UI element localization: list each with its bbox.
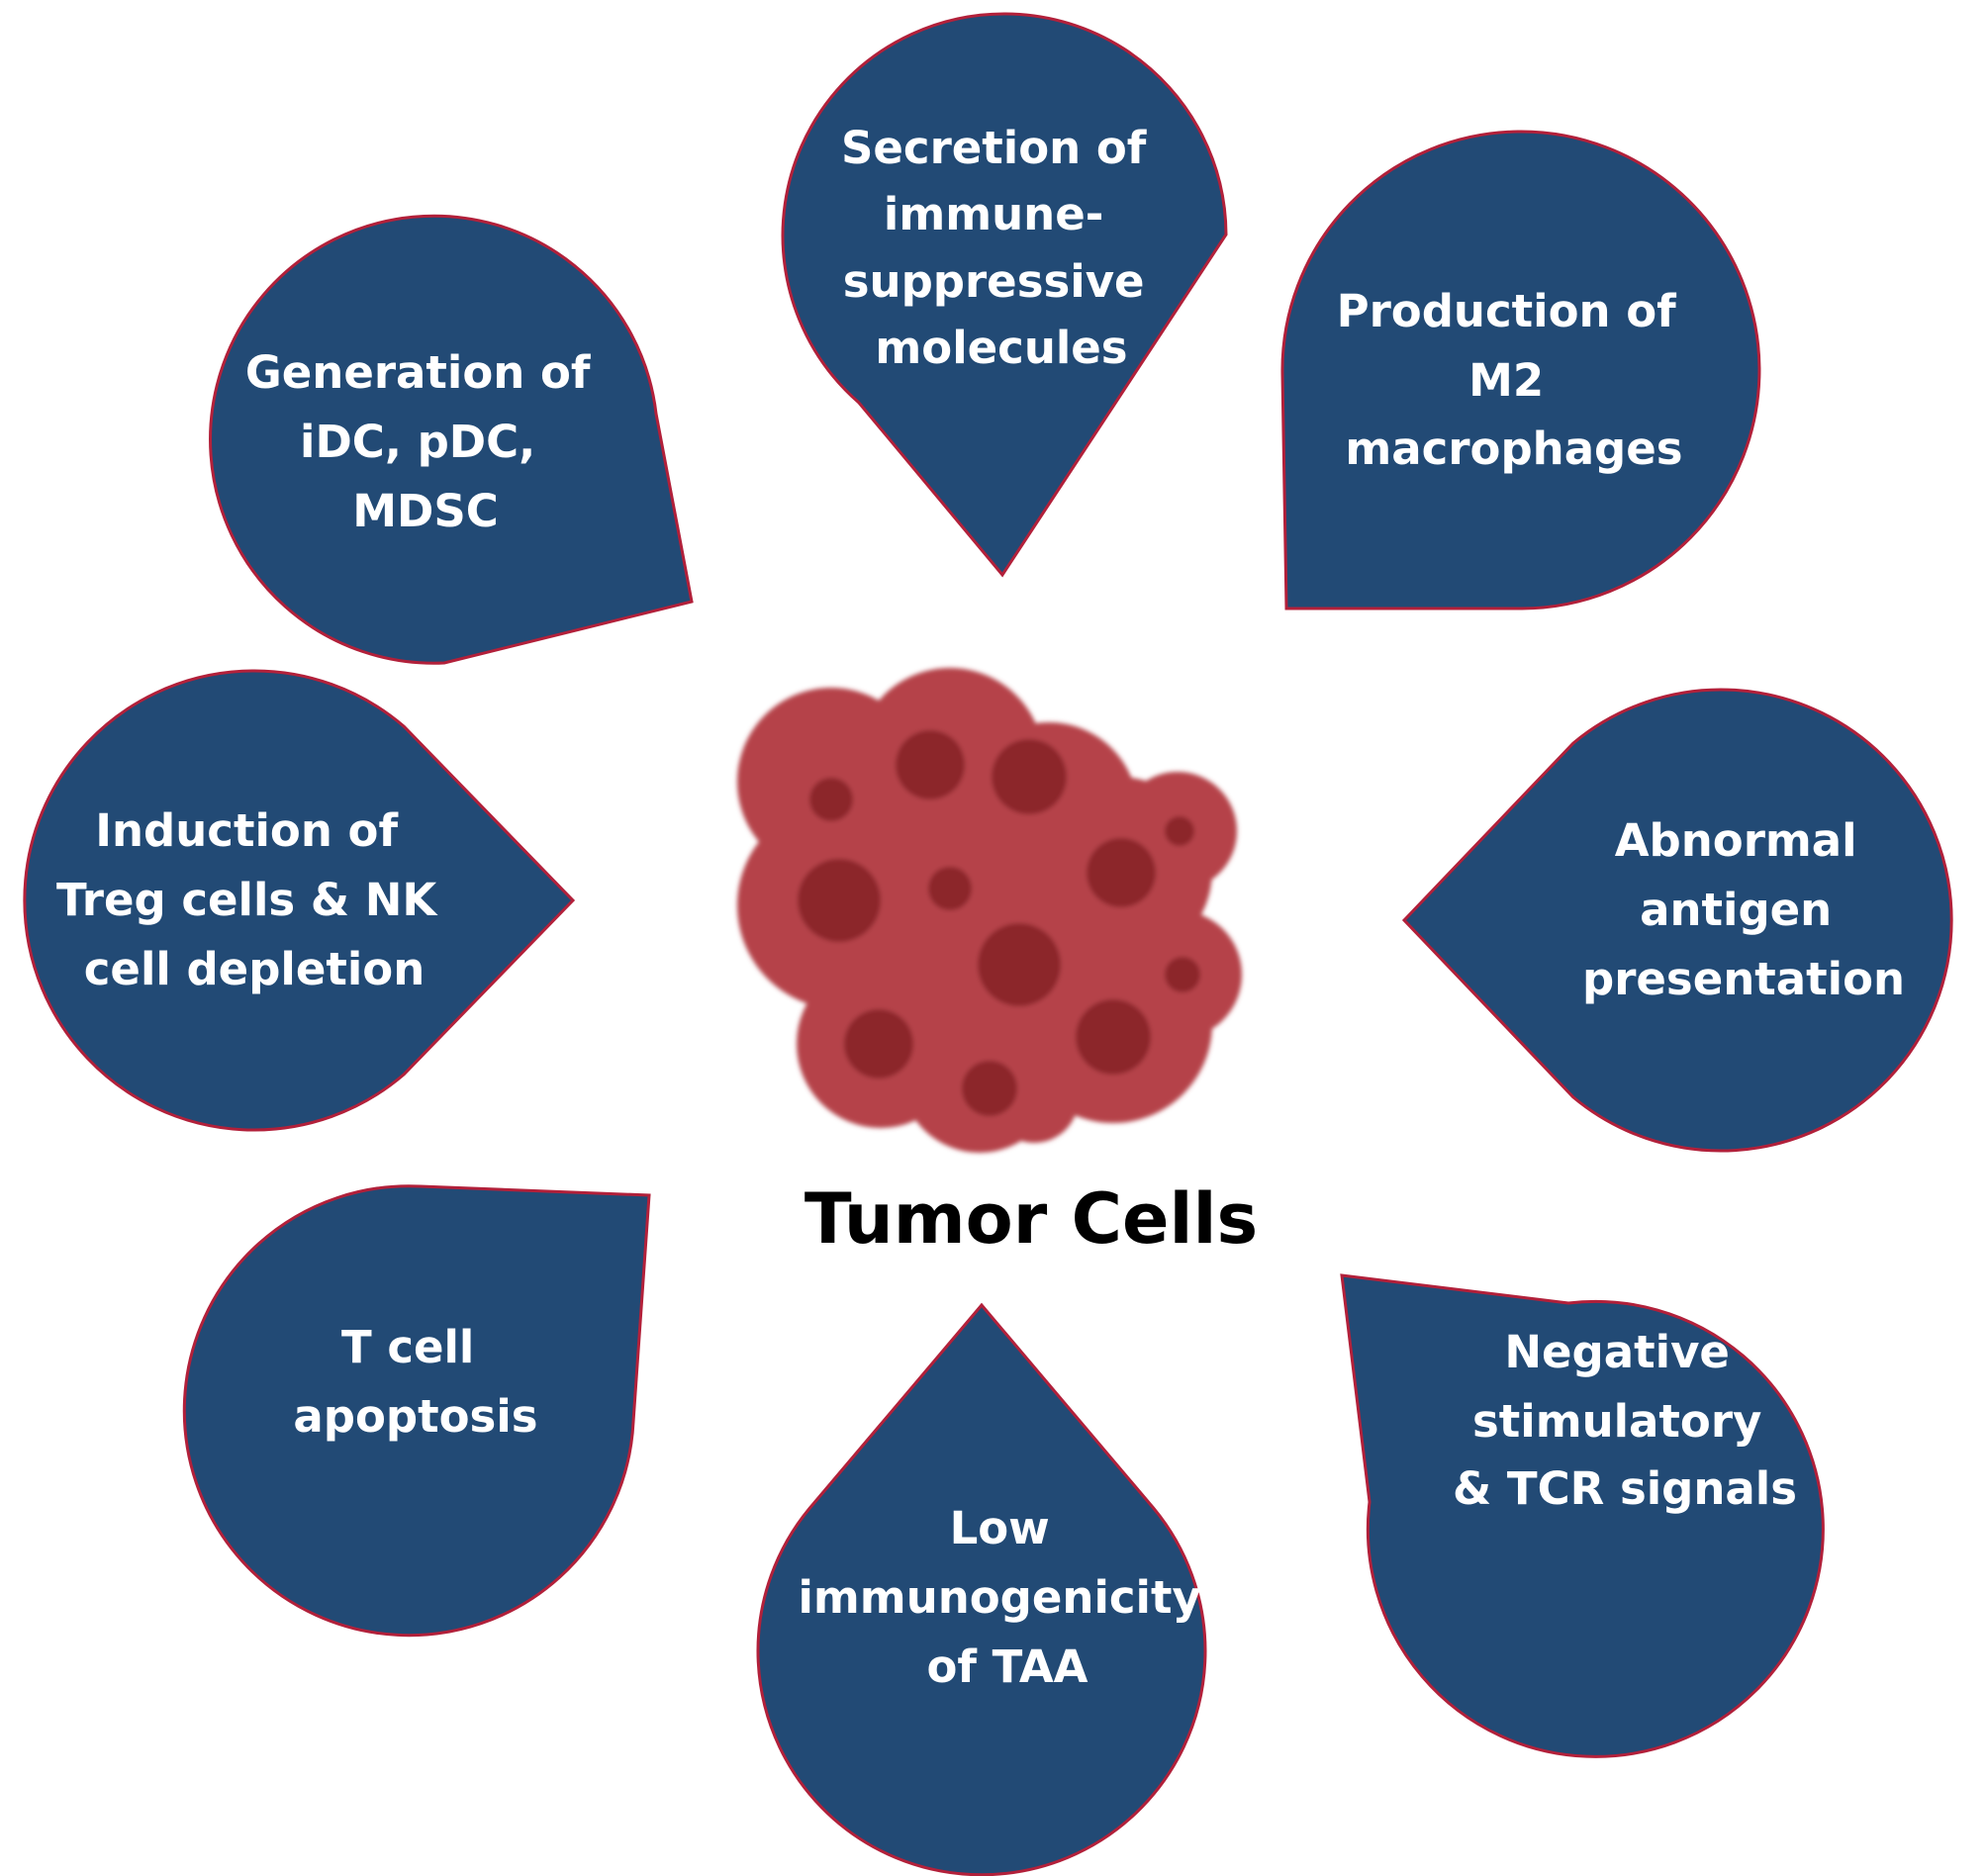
petal-label-line: immunogenicity (798, 1571, 1200, 1624)
petal-label-line: immune- (884, 188, 1103, 240)
petal-shape (182, 1184, 651, 1638)
petal-label-line: Negative (1504, 1326, 1730, 1378)
petal-apoptosis: T cell apoptosis (182, 1184, 651, 1638)
petal-label-line: Induction of (95, 804, 398, 857)
petal-label-line: MDSC (352, 485, 499, 537)
petal-label: Production of M2 macrophages (1337, 285, 1692, 475)
petal-label-line: presentation (1582, 953, 1905, 1005)
petal-label-line: antigen (1640, 884, 1832, 936)
petal-label-line: M2 (1468, 354, 1544, 407)
tumor-cells-cluster-icon (737, 668, 1242, 1153)
petal-label: Secretion of immune- suppressive molecul… (841, 122, 1162, 374)
petal-taa: Low immunogenicity of TAA (756, 1302, 1216, 1876)
petal-label-line: stimulatory (1472, 1395, 1761, 1448)
petal-label-line: Treg cells & NK (56, 874, 438, 926)
petal-label: Induction of Treg cells & NK cell deplet… (56, 804, 452, 995)
petal-shape (756, 1302, 1207, 1876)
petal-label-line: Abnormal (1615, 814, 1857, 867)
petal-label: Abnormal antigen presentation (1582, 814, 1905, 1005)
petal-label-line: iDC, pDC, (300, 416, 535, 468)
petal-label: T cell apoptosis (293, 1321, 537, 1443)
petal-shape (1340, 1273, 1825, 1758)
petal-label-line: Production of (1337, 285, 1676, 337)
petal-label-line: Generation of (245, 346, 591, 399)
petal-antigen: Abnormal antigen presentation (1401, 688, 1953, 1153)
petal-label: Low immunogenicity of TAA (798, 1502, 1216, 1693)
petal-shape (1401, 688, 1953, 1153)
petal-label-line: & TCR signals (1453, 1462, 1797, 1515)
petal-label-line: macrophages (1345, 422, 1682, 475)
petal-shape (781, 12, 1228, 578)
petal-label-line: T cell (341, 1321, 474, 1373)
petal-label-line: Low (950, 1502, 1050, 1554)
petal-label: Generation of iDC, pDC, MDSC (245, 346, 606, 537)
petal-dc: Generation of iDC, pDC, MDSC (209, 214, 694, 665)
petal-label-line: apoptosis (293, 1390, 537, 1443)
petal-negative: Negative stimulatory & TCR signals (1340, 1273, 1825, 1758)
center-title: Tumor Cells (804, 1178, 1258, 1260)
petal-label-line: molecules (875, 322, 1127, 374)
petal-label-line: cell depletion (84, 943, 426, 995)
petal-treg: Induction of Treg cells & NK cell deplet… (23, 669, 576, 1132)
petal-m2: Production of M2 macrophages (1280, 130, 1761, 610)
petal-label: Negative stimulatory & TCR signals (1453, 1326, 1797, 1515)
petal-shape (23, 669, 576, 1132)
petal-shape (209, 214, 694, 665)
petal-label-line: Secretion of (841, 122, 1147, 174)
petal-label-line: suppressive (843, 255, 1145, 308)
petal-label-line: of TAA (926, 1641, 1088, 1693)
petal-shape (1280, 130, 1761, 610)
petal-secretion: Secretion of immune- suppressive molecul… (781, 12, 1228, 578)
